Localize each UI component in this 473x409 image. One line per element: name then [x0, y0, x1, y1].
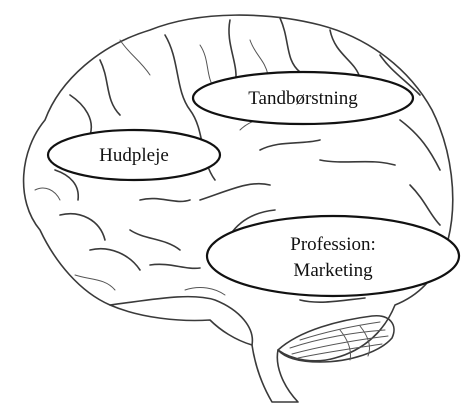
- cerebellum-folds: [289, 321, 389, 361]
- temporal-contour: [109, 295, 254, 346]
- bubble-profession-label-line1: Profession:: [290, 234, 376, 255]
- brain-outline: [22, 14, 454, 403]
- bubble-tandborstning: Tandbørstning: [191, 70, 415, 126]
- bubble-profession-label-line2: Marketing: [293, 260, 373, 281]
- bubble-hudpleje-label: Hudpleje: [99, 145, 169, 166]
- bubble-profession: Profession: Marketing: [205, 214, 461, 298]
- cerebellum: [277, 315, 395, 363]
- bubble-hudpleje: Hudpleje: [46, 128, 222, 182]
- bubble-tandborstning-label: Tandbørstning: [248, 88, 358, 109]
